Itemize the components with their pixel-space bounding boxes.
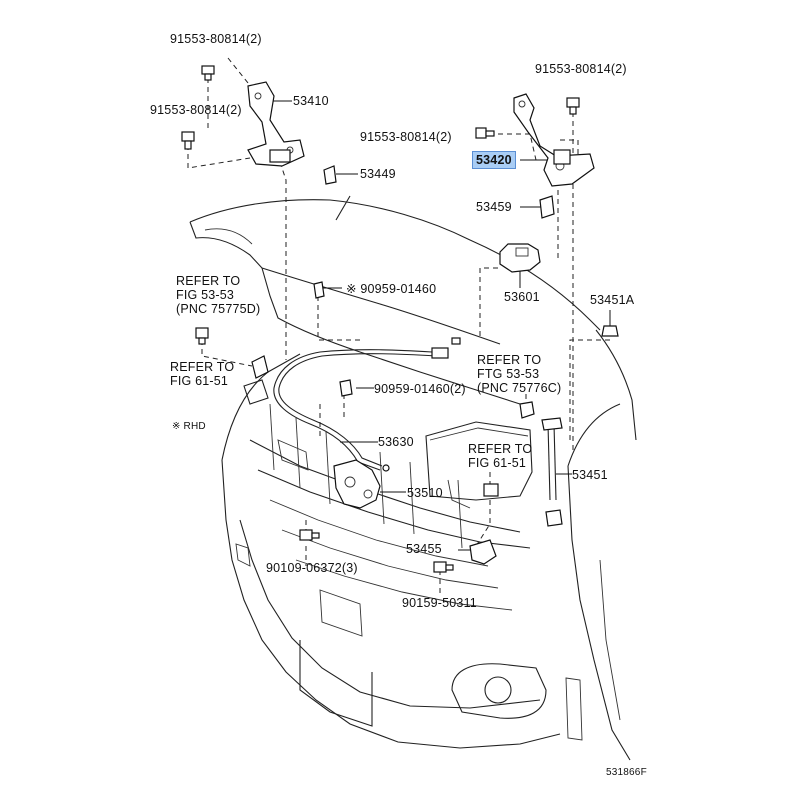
bolt-mid-left-part-number[interactable]: 91553-80814(2) bbox=[150, 103, 242, 117]
refer-note-fig61-left-line-2[interactable]: FIG 61-51 bbox=[170, 374, 229, 388]
hinge-left-part-number[interactable]: 53410 bbox=[293, 94, 329, 108]
refer-note-fig61-right: REFER TO FIG 61-51 bbox=[468, 442, 532, 470]
bolt-icon bbox=[475, 127, 495, 139]
bolt-icon bbox=[181, 131, 195, 150]
hood-support-rod-icon bbox=[541, 417, 563, 527]
hood-hinge-right-icon bbox=[513, 93, 595, 187]
refer-note-left-line-1: REFER TO bbox=[176, 274, 241, 288]
lock-part-number[interactable]: 53510 bbox=[407, 486, 443, 500]
bolt-icon bbox=[195, 327, 209, 345]
clip-icon bbox=[323, 165, 337, 185]
hood-release-handle-icon bbox=[499, 243, 541, 273]
clip-icon bbox=[539, 195, 555, 219]
bolt-icon bbox=[201, 65, 215, 81]
refer-note-right-line-1: REFER TO bbox=[477, 353, 542, 367]
cushion-part-number[interactable]: 53451A bbox=[590, 293, 635, 307]
clip-left-part-number[interactable]: 53449 bbox=[360, 167, 396, 181]
cable-clip-mid-part-number[interactable]: 90959-01460(2) bbox=[374, 382, 466, 396]
refer-note-left-line-2[interactable]: FIG 53-53 bbox=[176, 288, 235, 302]
rhd-note: ※ RHD bbox=[172, 421, 206, 432]
refer-note-left-line-3: (PNC 75775D) bbox=[176, 302, 261, 316]
hinge-right-part-number[interactable]: 53420 bbox=[472, 151, 516, 169]
refer-note-fig61-left-line-1: REFER TO bbox=[170, 360, 235, 374]
refer-note-fig61-right-line-2[interactable]: FIG 61-51 bbox=[468, 456, 527, 470]
refer-note-fig61-left: REFER TO FIG 61-51 bbox=[170, 360, 234, 388]
vehicle-body-outline bbox=[189, 195, 637, 761]
clip-icon bbox=[519, 401, 535, 419]
figure-code: 531866F bbox=[606, 767, 647, 778]
cushion-icon bbox=[601, 325, 619, 337]
bolt-icon bbox=[566, 97, 580, 115]
bolt-icon bbox=[433, 561, 454, 573]
bracket-bolt-part-number[interactable]: 90159-50311 bbox=[402, 596, 477, 610]
bolt-top-right-part-number[interactable]: 91553-80814(2) bbox=[535, 62, 627, 76]
hood-hinge-left-icon bbox=[247, 81, 305, 167]
bolt-top-left-part-number[interactable]: 91553-80814(2) bbox=[170, 32, 262, 46]
refer-note-right: REFER TO FTG 53-53 (PNC 75776C) bbox=[477, 353, 561, 395]
refer-note-right-line-3: (PNC 75776C) bbox=[477, 381, 562, 395]
bolt-icon bbox=[299, 529, 320, 541]
handle-part-number[interactable]: 53601 bbox=[504, 290, 540, 304]
clip-right-part-number[interactable]: 53459 bbox=[476, 200, 512, 214]
refer-note-right-line-2[interactable]: FTG 53-53 bbox=[477, 367, 540, 381]
cushion-icon bbox=[483, 483, 499, 497]
hood-lock-icon bbox=[333, 459, 381, 509]
cable-clip-top-part-number[interactable]: ※ 90959-01460 bbox=[346, 282, 437, 296]
support-rod-part-number[interactable]: 53451 bbox=[572, 468, 608, 482]
bolt-mid-right-part-number[interactable]: 91553-80814(2) bbox=[360, 130, 452, 144]
lock-bracket-icon bbox=[469, 539, 497, 565]
cable-clip-icon bbox=[339, 379, 353, 397]
refer-note-fig61-right-line-1: REFER TO bbox=[468, 442, 533, 456]
hood-release-cable-icon bbox=[251, 337, 461, 472]
bracket-part-number[interactable]: 53455 bbox=[406, 542, 442, 556]
lock-bolt-part-number[interactable]: 90109-06372(3) bbox=[266, 561, 358, 575]
cable-clip-icon bbox=[313, 281, 325, 299]
cable-part-number[interactable]: 53630 bbox=[378, 435, 414, 449]
refer-note-left: REFER TO FIG 53-53 (PNC 75775D) bbox=[176, 274, 260, 316]
